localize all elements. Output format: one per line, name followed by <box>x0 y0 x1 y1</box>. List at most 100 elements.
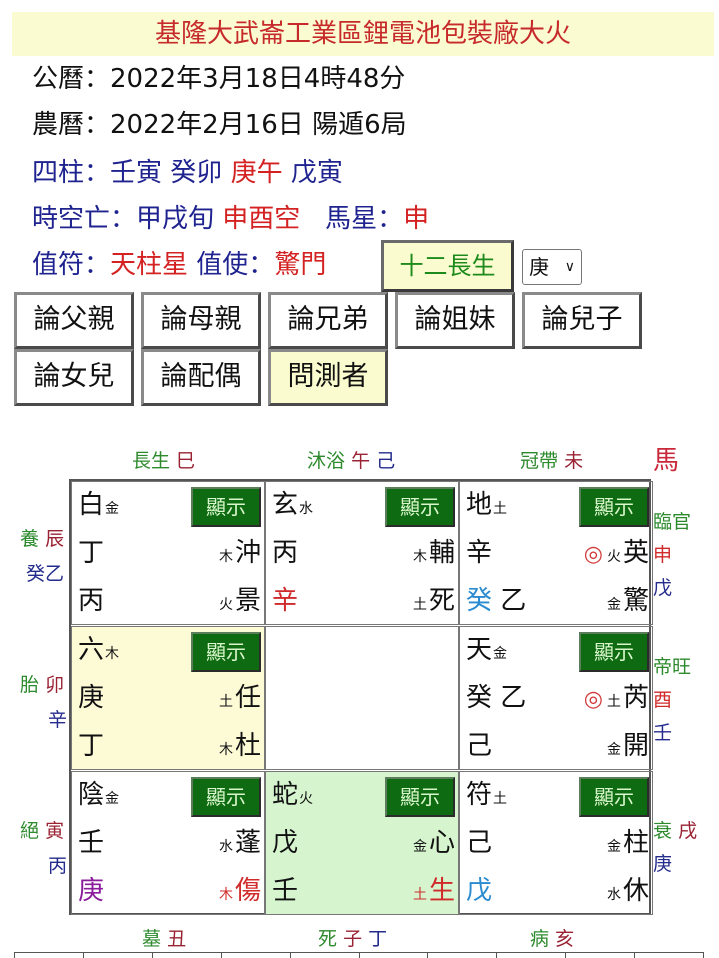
show-button[interactable]: 顯示 <box>385 487 455 527</box>
show-button[interactable]: 顯示 <box>579 777 649 817</box>
star: 土任 <box>218 683 261 713</box>
door: 金驚 <box>606 586 649 616</box>
stage-text: 絕 <box>20 820 40 842</box>
earth-stem: 丁 <box>78 731 105 761</box>
left-stem-chen: 癸乙 <box>26 563 65 585</box>
daughter-button[interactable]: 論女兒 <box>14 349 134 406</box>
pillars-label: 四柱： <box>32 158 111 188</box>
void-empty: 申酉空 <box>222 204 301 234</box>
show-button[interactable]: 顯示 <box>191 777 261 817</box>
right-stem-xu: 庚 <box>653 853 673 875</box>
solar-label: 公曆： <box>32 64 111 94</box>
top-label-wei: 冠帶 未 <box>520 450 583 472</box>
door: 火景 <box>218 586 261 616</box>
branch-text: 亥 <box>555 928 575 950</box>
branch-text: 巳 <box>176 450 196 472</box>
deity: 蛇火 <box>272 780 314 810</box>
stage-text: 墓 <box>142 928 162 950</box>
star: 水蓬 <box>218 828 261 858</box>
palace-center <box>265 626 459 770</box>
void-label: 時空亡： <box>32 204 137 234</box>
deity: 六木 <box>78 635 120 665</box>
top-label-wu: 沐浴 午 己 <box>307 450 395 472</box>
mother-button[interactable]: 論母親 <box>141 292 261 349</box>
father-button[interactable]: 論父親 <box>14 292 134 349</box>
branch-text: 卯 <box>45 674 65 696</box>
earth-stem: 己 <box>466 731 493 761</box>
lunar-date-line: 農曆：2022年2月16日 陽遁6局 <box>32 108 407 142</box>
deity: 陰金 <box>78 780 120 810</box>
deity: 天金 <box>466 635 508 665</box>
right-stage-you: 帝旺 <box>653 656 692 678</box>
double-circle-icon: ◎ <box>583 687 603 712</box>
pillar-year: 壬寅 <box>110 158 163 188</box>
son-button[interactable]: 論兒子 <box>522 292 642 349</box>
heaven-stem: 壬 <box>78 828 105 858</box>
stage-text: 沐浴 <box>307 450 346 472</box>
pillar-month: 癸卯 <box>170 158 223 188</box>
show-button[interactable]: 顯示 <box>191 632 261 672</box>
door: 水休 <box>606 876 649 906</box>
star: ◎土芮 <box>583 683 649 713</box>
querent-button[interactable]: 問測者 <box>268 349 388 406</box>
palace-zhen: 六木 顯示 庚 丁 土任 木杜 <box>71 626 265 770</box>
door: 木傷 <box>218 876 261 906</box>
void-xun: 甲戌旬 <box>136 204 215 234</box>
star: 木沖 <box>218 538 261 568</box>
solar-date-line: 公曆：2022年3月18日4時48分 <box>32 62 405 96</box>
right-branch-you: 酉 <box>653 689 673 711</box>
heaven-stem: 丙 <box>272 538 299 568</box>
stem-text: 己 <box>376 450 396 472</box>
earth-stem: 丙 <box>78 586 105 616</box>
right-label-xu: 衰 戌 <box>653 820 697 842</box>
branch-text: 寅 <box>45 820 65 842</box>
horse-value: 申 <box>403 204 430 234</box>
pillar-hour: 戊寅 <box>290 158 343 188</box>
sisters-button[interactable]: 論姐妹 <box>395 292 515 349</box>
deity: 玄水 <box>272 490 314 520</box>
right-stage-shen: 臨官 <box>653 511 692 533</box>
bottom-label-hai: 病 亥 <box>530 928 574 950</box>
top-label-si: 長生 巳 <box>132 450 195 472</box>
branch-text: 未 <box>564 450 584 472</box>
palace-li: 玄水 顯示 丙 辛 木輔 土死 <box>265 481 459 625</box>
duty-star: 天柱星 <box>110 250 189 280</box>
show-button[interactable]: 顯示 <box>191 487 261 527</box>
pillar-day: 庚午 <box>230 158 283 188</box>
page-title: 基隆大武崙工業區鋰電池包裝廠大火 <box>12 12 714 56</box>
palace-qian: 符土 顯示 己 戊 金柱 水休 <box>459 771 653 915</box>
void-line: 時空亡：甲戌旬 申酉空 馬星：申 <box>32 202 429 236</box>
palace-kun: 地土 顯示 辛 癸 乙 ◎火英 金驚 <box>459 481 653 625</box>
duty-line: 值符：天柱星 值使：驚門 <box>32 248 326 282</box>
heaven-stem: 辛 <box>466 538 493 568</box>
bottom-label-zi: 死 子 丁 <box>318 928 387 950</box>
stage-text: 胎 <box>20 674 40 696</box>
show-button[interactable]: 顯示 <box>385 777 455 817</box>
four-pillars-line: 四柱：壬寅 癸卯 庚午 戊寅 <box>32 156 343 190</box>
nine-palace-grid: 白金 顯示 丁 丙 木沖 火景 玄水 顯示 丙 辛 木輔 土死 地土 顯示 辛 … <box>69 479 653 915</box>
star: 金心 <box>412 828 455 858</box>
branch-text: 午 <box>351 450 371 472</box>
lunar-label: 農曆： <box>32 110 111 140</box>
star: 木輔 <box>412 538 455 568</box>
left-stem-yin: 丙 <box>48 855 68 877</box>
show-button[interactable]: 顯示 <box>579 632 649 672</box>
show-button[interactable]: 顯示 <box>579 487 649 527</box>
spouse-button[interactable]: 論配偶 <box>141 349 261 406</box>
stem-select[interactable]: 庚 ∨ <box>522 249 582 285</box>
duty-star-label: 值符： <box>32 250 111 280</box>
door: 金開 <box>606 731 649 761</box>
door: 木杜 <box>218 731 261 761</box>
bottom-table-edge <box>14 952 704 958</box>
palace-dui: 天金 顯示 癸 乙 己 ◎土芮 金開 <box>459 626 653 770</box>
branch-text: 子 <box>343 928 363 950</box>
solar-value: 2022年3月18日4時48分 <box>110 64 406 94</box>
lunar-value: 2022年2月16日 陽遁6局 <box>110 110 407 140</box>
branch-text: 丑 <box>167 928 187 950</box>
branch-text: 辰 <box>45 528 65 550</box>
twelve-stages-button[interactable]: 十二長生 <box>381 240 514 292</box>
brothers-button[interactable]: 論兄弟 <box>268 292 388 349</box>
right-stem-shen: 戊 <box>653 577 673 599</box>
stem-text: 丁 <box>368 928 388 950</box>
stage-text: 長生 <box>132 450 171 472</box>
